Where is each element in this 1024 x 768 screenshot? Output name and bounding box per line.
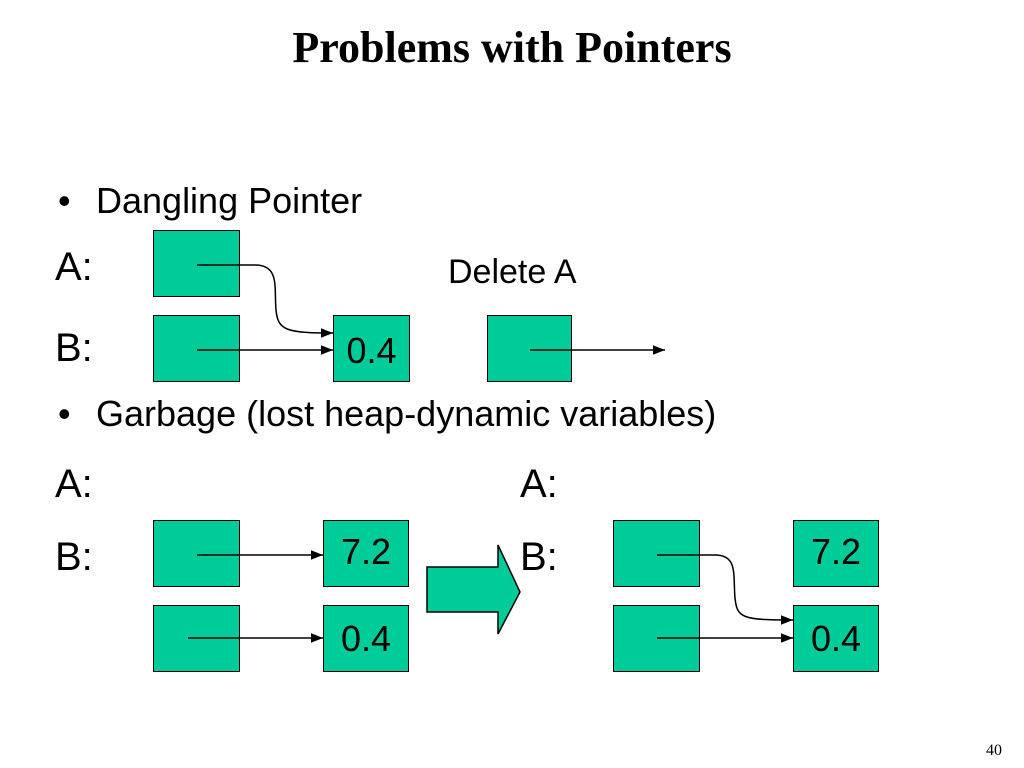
garbage-after-pointer-a-cell xyxy=(613,520,700,587)
dangling-value-cell: 0.4 xyxy=(333,315,410,382)
slide-title: Problems with Pointers xyxy=(292,23,732,72)
garbage-before-pointer-b-cell xyxy=(153,605,240,672)
garbage-before-value-top: 7.2 xyxy=(323,520,409,587)
page-number: 40 xyxy=(986,742,1002,759)
garbage-after-value-top: 7.2 xyxy=(793,520,879,587)
dangling-after-pointer-cell xyxy=(487,315,572,382)
bullet-marker: • xyxy=(58,180,71,221)
delete-operation-label: Delete A xyxy=(448,253,577,291)
bullet-garbage-text: Garbage (lost heap-dynamic variables) xyxy=(96,393,717,434)
garbage-after-label-b: B: xyxy=(520,535,558,579)
garbage-before-label-a: A: xyxy=(55,462,93,506)
transition-arrow-icon xyxy=(426,544,521,635)
bullet-marker: • xyxy=(58,393,71,434)
garbage-before-value-bottom: 0.4 xyxy=(323,605,409,672)
dangling-label-b: B: xyxy=(55,326,93,370)
garbage-before-label-b: B: xyxy=(55,535,93,579)
bullet-garbage: • Garbage (lost heap-dynamic variables) xyxy=(58,393,716,435)
garbage-after-pointer-b-cell xyxy=(613,605,700,672)
garbage-after-value-bottom: 0.4 xyxy=(793,605,879,672)
dangling-pointer-b-cell xyxy=(153,315,240,382)
bullet-dangling: • Dangling Pointer xyxy=(58,180,362,222)
garbage-before-pointer-a-cell xyxy=(153,520,240,587)
bullet-dangling-text: Dangling Pointer xyxy=(96,180,363,221)
dangling-pointer-a-cell xyxy=(153,230,240,297)
garbage-after-label-a: A: xyxy=(520,462,558,506)
dangling-label-a: A: xyxy=(55,245,93,289)
